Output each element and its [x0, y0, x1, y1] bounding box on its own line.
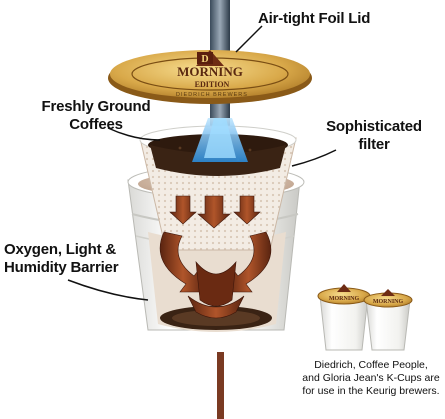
product-caption: Diedrich, Coffee People, and Gloria Jean…: [300, 359, 442, 398]
label-filter-line1: Sophisticated: [326, 118, 422, 135]
lid-callout-line: [235, 25, 263, 53]
coffee-callout-line: [107, 127, 161, 141]
lid-logo-line2: EDITION: [195, 80, 230, 89]
lid-logo-line1: MORNING: [177, 64, 243, 79]
brewer-needle-lower: [217, 352, 224, 419]
label-ground-coffee-line2: Coffees: [69, 116, 123, 133]
caption-line1: Diedrich, Coffee People,: [314, 359, 428, 371]
foil-lid: [108, 50, 312, 104]
lid-brand-mark: D: [201, 54, 208, 65]
kcup-product-left: [317, 284, 371, 351]
lid-ring-text: DIEDRICH BREWERS: [176, 92, 248, 98]
label-barrier: Oxygen, Light & Humidity Barrier: [4, 241, 134, 277]
label-barrier-line1: Oxygen, Light &: [4, 241, 117, 258]
product-logo-right: MORNING: [373, 299, 404, 305]
label-ground-coffee: Freshly Ground Coffees: [36, 98, 156, 134]
label-filter-line2: filter: [358, 136, 390, 153]
label-filter: Sophisticated filter: [322, 118, 426, 154]
label-ground-coffee-line1: Freshly Ground: [41, 98, 151, 115]
water-jet-core: [204, 118, 236, 158]
barrier-callout-line: [67, 279, 149, 301]
filter-callout-line: [291, 149, 337, 167]
coffee-flow-arrows: [159, 195, 272, 319]
label-foil-lid: Air-tight Foil Lid: [258, 10, 370, 28]
label-barrier-line2: Humidity Barrier: [4, 259, 119, 276]
kcup-product-right: [363, 289, 413, 351]
caption-line3: for use in the Keurig brewers.: [302, 385, 440, 397]
label-foil-lid-text: Air-tight Foil Lid: [258, 10, 371, 27]
caption-line2: and Gloria Jean's K-Cups are: [302, 372, 440, 384]
product-logo-left: MORNING: [329, 296, 360, 302]
